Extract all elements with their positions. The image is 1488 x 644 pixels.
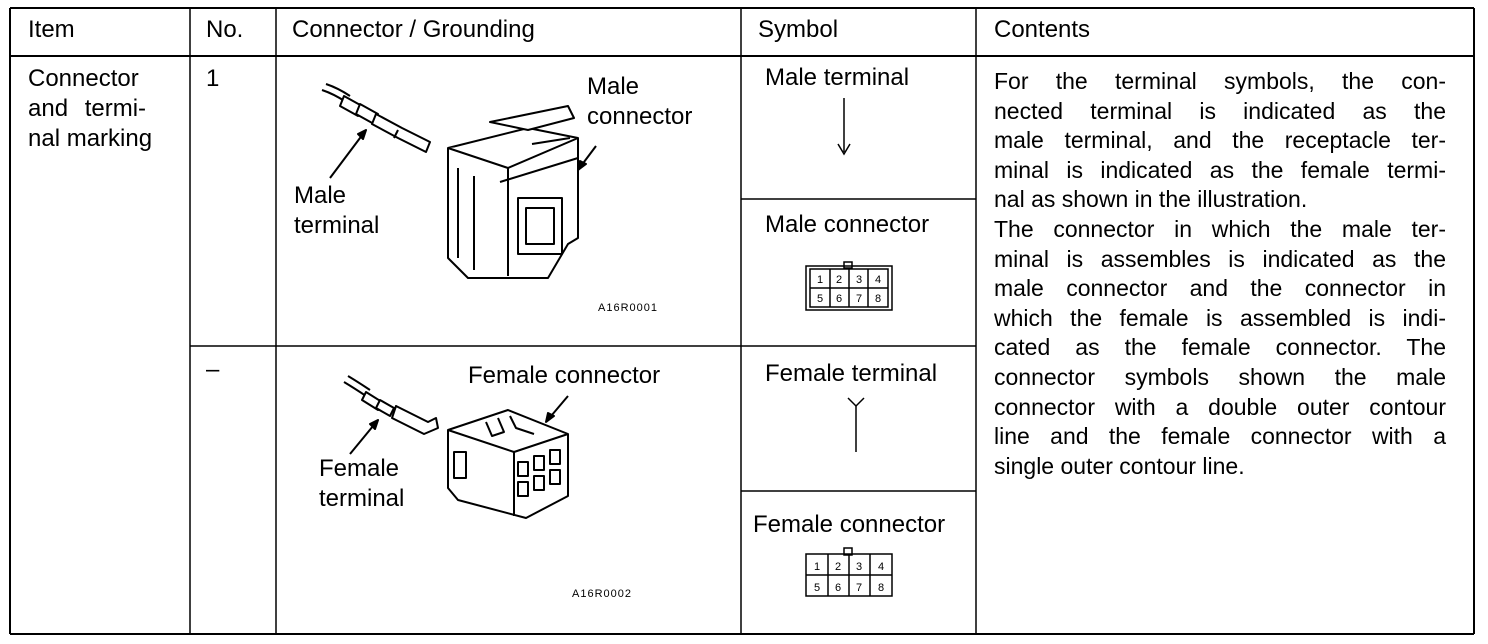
female-terminal-symbol-icon (847, 397, 865, 452)
header-connector-grounding: Connector / Grounding (292, 16, 535, 43)
female-pin-4: 4 (878, 561, 884, 573)
row-number-2: – (206, 356, 220, 383)
contents-line: connector symbols shown the male (994, 363, 1446, 390)
item-line-1: Connector (28, 65, 139, 92)
contents-line: single outer contour line. (994, 452, 1245, 479)
female-pin-8: 8 (878, 582, 884, 594)
contents-line: connector with a double outer contour (994, 393, 1446, 420)
male-pin-7: 7 (856, 293, 862, 305)
row-number-1: 1 (206, 65, 220, 92)
female-connector-label: Female connector (468, 362, 661, 389)
female-pin-2: 2 (835, 561, 841, 573)
male-connector-illustration (321, 83, 597, 279)
male-pin-6: 6 (836, 293, 842, 305)
contents-line: line and the female connector with a (994, 423, 1446, 450)
symbol-female-terminal-label: Female terminal (765, 360, 938, 387)
female-terminal-label-2: terminal (319, 485, 405, 512)
symbol-female-connector-label: Female connector (753, 511, 946, 538)
male-figure-code: A16R0001 (598, 302, 658, 314)
male-terminal-symbol-icon (837, 98, 851, 156)
female-pin-6: 6 (835, 582, 841, 594)
contents-line: The connector in which the male ter- (994, 215, 1446, 242)
female-terminal-label-1: Female (319, 455, 400, 482)
contents-paragraph: For the terminal symbols, the con- necte… (994, 67, 1446, 481)
header-item: Item (28, 16, 75, 43)
male-connector-label-2: connector (587, 103, 693, 130)
male-pin-8: 8 (875, 293, 881, 305)
header-no: No. (206, 16, 244, 43)
female-pin-5: 5 (814, 582, 820, 594)
female-figure-code: A16R0002 (572, 588, 632, 600)
contents-line: which the female is assembled is indi- (994, 304, 1446, 331)
female-connector-symbol-icon: 1 2 3 4 5 6 7 8 (805, 547, 893, 597)
contents-line: minal is indicated as the female termi- (994, 156, 1446, 183)
contents-line: male terminal, and the receptacle ter- (994, 127, 1446, 154)
symbol-male-terminal-label: Male terminal (765, 64, 910, 91)
male-pin-3: 3 (856, 274, 862, 286)
male-terminal-label-1: Male (294, 182, 347, 209)
header-symbol: Symbol (758, 16, 839, 43)
female-pin-7: 7 (856, 582, 862, 594)
item-line-3: nal marking (28, 125, 153, 152)
item-line-2: and termi- (28, 95, 147, 122)
female-pin-3: 3 (856, 561, 862, 573)
contents-line: For the terminal symbols, the con- (994, 68, 1446, 94)
symbol-male-connector-label: Male connector (765, 211, 930, 238)
contents-line: nected terminal is indicated as the (994, 97, 1446, 124)
female-connector-illustration (343, 375, 569, 519)
male-pin-4: 4 (875, 274, 881, 286)
male-connector-symbol-icon: 1 2 3 4 5 6 7 8 (805, 261, 893, 311)
header-contents: Contents (994, 16, 1091, 43)
female-pin-1: 1 (814, 561, 820, 573)
male-pin-1: 1 (817, 274, 823, 286)
contents-line: cated as the female connector. The (994, 334, 1446, 361)
male-terminal-label-2: terminal (294, 212, 380, 239)
male-pin-2: 2 (836, 274, 842, 286)
male-pin-5: 5 (817, 293, 823, 305)
male-connector-label-1: Male (587, 73, 640, 100)
contents-line: male connector and the connector in (994, 275, 1446, 302)
contents-line: nal as shown in the illustration. (994, 186, 1308, 213)
contents-line: minal is assembles is indicated as the (994, 245, 1446, 272)
